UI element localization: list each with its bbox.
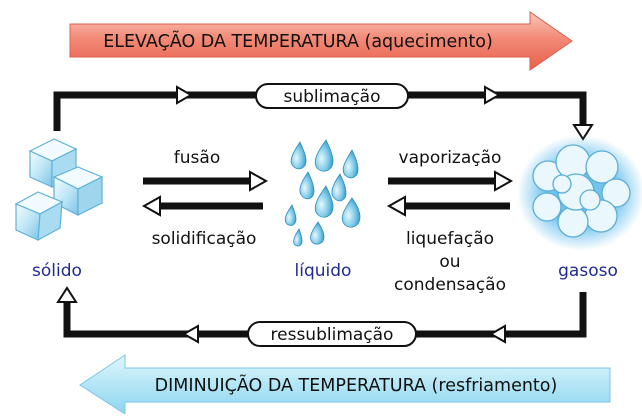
cooling-arrow: DIMINUIÇÃO DA TEMPERATURA (resfriamento) [79,354,611,415]
cooling-label: DIMINUIÇÃO DA TEMPERATURA (resfriamento) [155,374,558,396]
arrowhead-icon [176,85,194,105]
arrowhead-icon [386,195,406,217]
arrowhead-icon [494,170,514,192]
arrowhead-icon [56,286,78,303]
vaporization-label: vaporização [399,148,502,168]
gas-state-label: gasoso [558,261,618,281]
liquefaction-label-line1: liquefação [406,229,494,249]
arrowhead-icon [181,324,199,344]
liquefaction-label-line2: ou [439,252,460,272]
vapor-cloud-icon [517,135,642,251]
resublimation-label: ressublimação [271,325,394,345]
solid-state-label: sólido [32,261,82,281]
arrowhead-icon [488,324,506,344]
vaporization-liquefaction-arrows: vaporização liquefação ou condensação [386,148,514,295]
ice-cubes-icon [14,138,104,242]
arrowhead-icon [572,124,594,141]
heating-arrow: ELEVAÇÃO DA TEMPERATURA (aquecimento) [69,11,573,71]
fusion-label: fusão [174,148,220,168]
water-drops-icon [284,139,361,247]
arrowhead-icon [141,195,161,217]
sublimation-label: sublimação [283,87,380,107]
arrowhead-icon [249,170,269,192]
liquefaction-label-line3: condensação [394,275,506,295]
solidification-label: solidificação [152,229,257,249]
arrowhead-icon [484,85,502,105]
resublimation-path: ressublimação [56,286,587,347]
fusion-solidification-arrows: fusão solidificação [141,148,269,249]
liquid-state-label: líquido [295,261,352,281]
heating-label: ELEVAÇÃO DA TEMPERATURA (aquecimento) [103,30,493,52]
sublimation-path: sublimação [53,83,594,141]
